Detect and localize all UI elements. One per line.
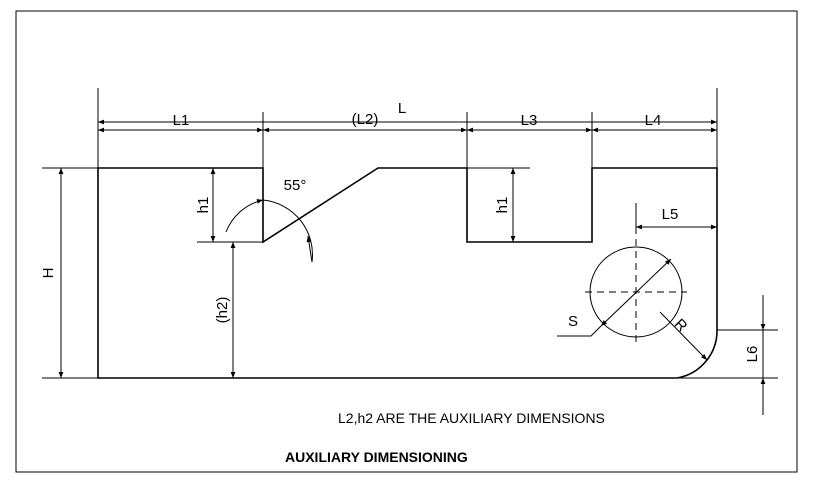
angle-arc (225, 198, 264, 233)
leader-S (557, 325, 602, 337)
label-h2: (h2) (214, 297, 231, 324)
auxiliary-note: L2,h2 ARE THE AUXILIARY DIMENSIONS (338, 410, 605, 426)
label-h1-right: h1 (494, 197, 511, 214)
angle-arc-2 (262, 199, 313, 263)
label-L1: L1 (173, 112, 190, 129)
extension-lines (42, 88, 778, 379)
label-L4: L4 (645, 112, 662, 129)
dim-line-S (600, 258, 672, 327)
label-angle: 55° (284, 177, 307, 194)
label-L: L (398, 100, 406, 117)
label-h1-left: h1 (195, 197, 212, 214)
dim-line-R (659, 311, 708, 361)
part-outline (97, 167, 718, 379)
label-L2: (L2) (352, 111, 379, 128)
label-S: S (568, 313, 578, 330)
label-L6: L6 (744, 346, 761, 363)
drawing-title: AUXILIARY DIMENSIONING (285, 449, 468, 465)
drawing-border (15, 10, 798, 473)
label-L5: L5 (662, 206, 679, 223)
label-H: H (40, 268, 57, 279)
label-L3: L3 (521, 112, 538, 129)
